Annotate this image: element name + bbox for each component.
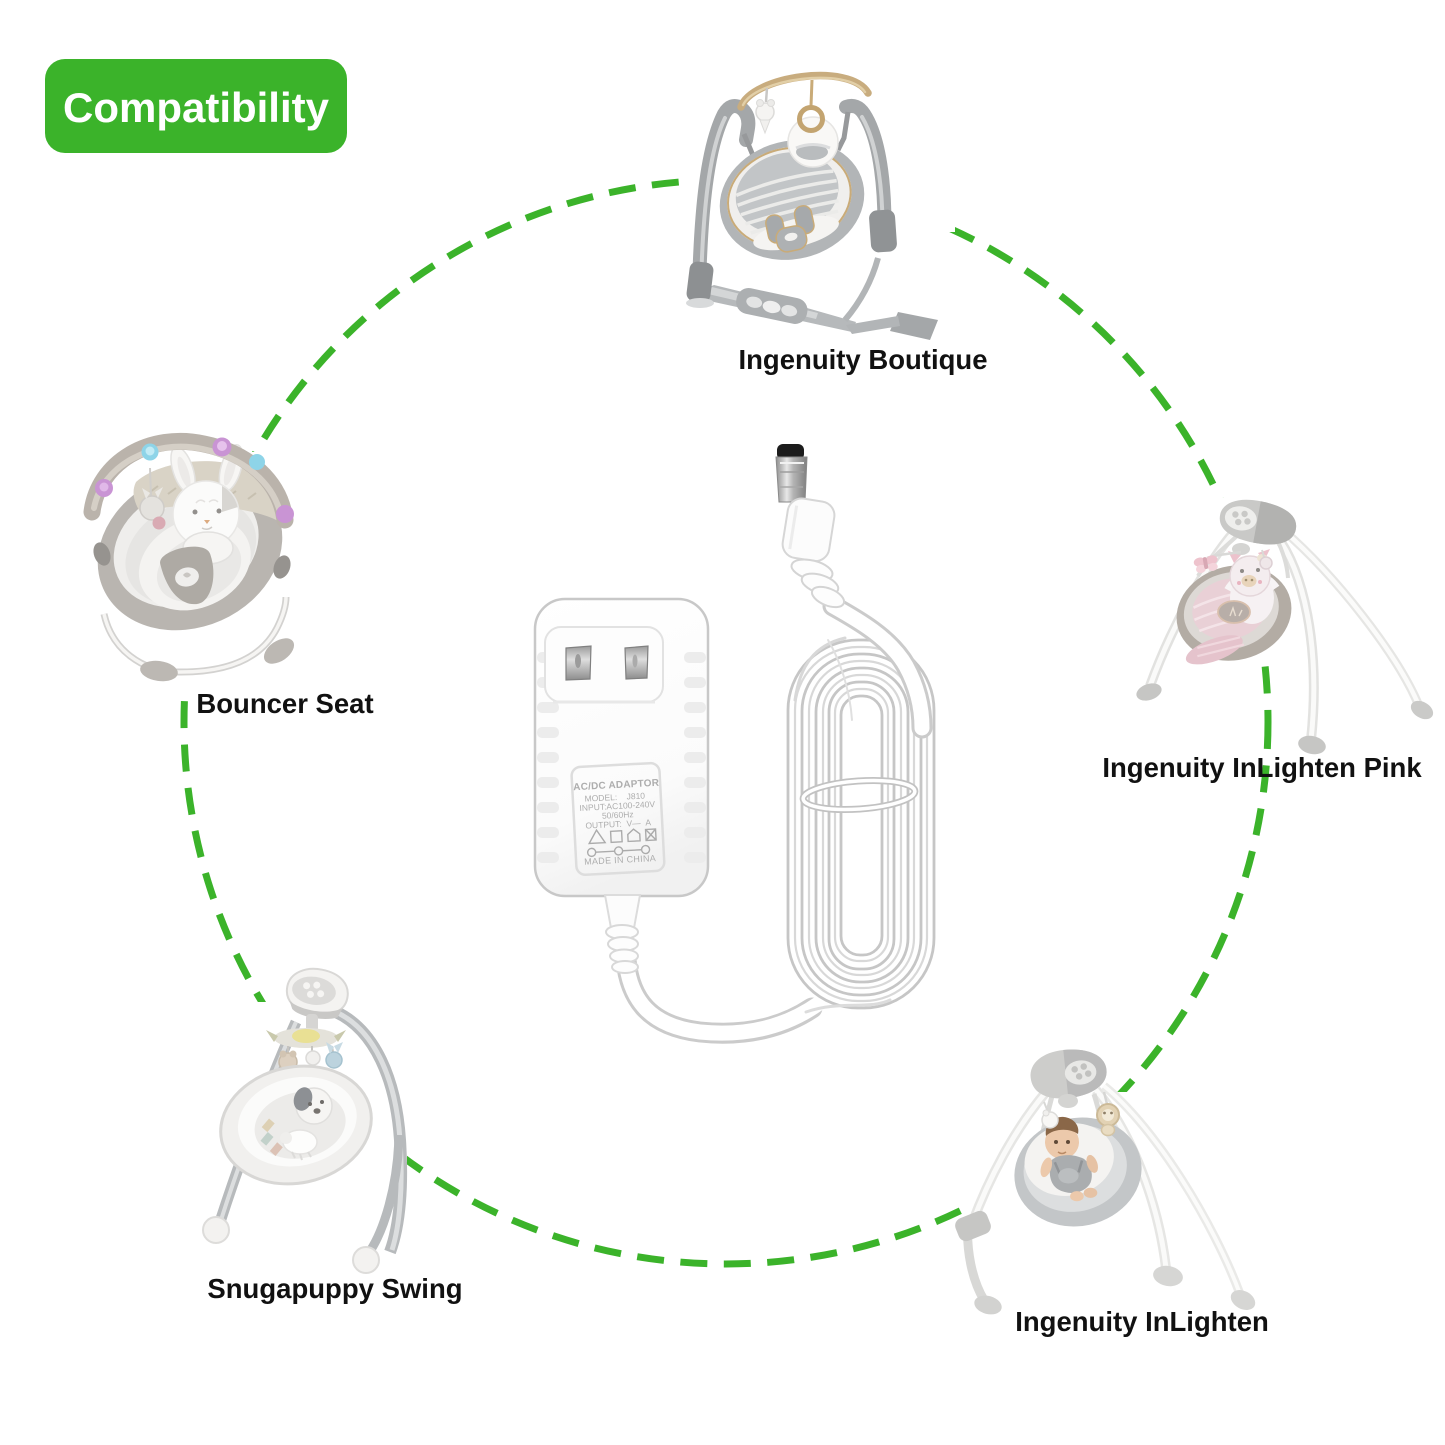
svg-text:Ingenuity Boutique: Ingenuity Boutique [738, 344, 987, 375]
svg-text:Compatibility: Compatibility [63, 84, 330, 131]
svg-text:OUTPUT: V— A: OUTPUT: V— A [585, 817, 651, 830]
svg-text:MADE IN CHINA: MADE IN CHINA [584, 853, 656, 867]
svg-text:MODEL: J810: MODEL: J810 [584, 790, 645, 803]
svg-text:AC/DC ADAPTOR: AC/DC ADAPTOR [573, 778, 660, 794]
svg-text:50/60Hz: 50/60Hz [602, 809, 634, 821]
svg-text:Ingenuity InLighten: Ingenuity InLighten [1015, 1306, 1269, 1337]
svg-text:Ingenuity InLighten Pink: Ingenuity InLighten Pink [1102, 752, 1422, 783]
svg-text:Bouncer Seat: Bouncer Seat [196, 688, 373, 719]
svg-text:INPUT:AC100-240V: INPUT:AC100-240V [579, 799, 655, 813]
svg-text:Snugapuppy Swing: Snugapuppy Swing [207, 1273, 462, 1304]
